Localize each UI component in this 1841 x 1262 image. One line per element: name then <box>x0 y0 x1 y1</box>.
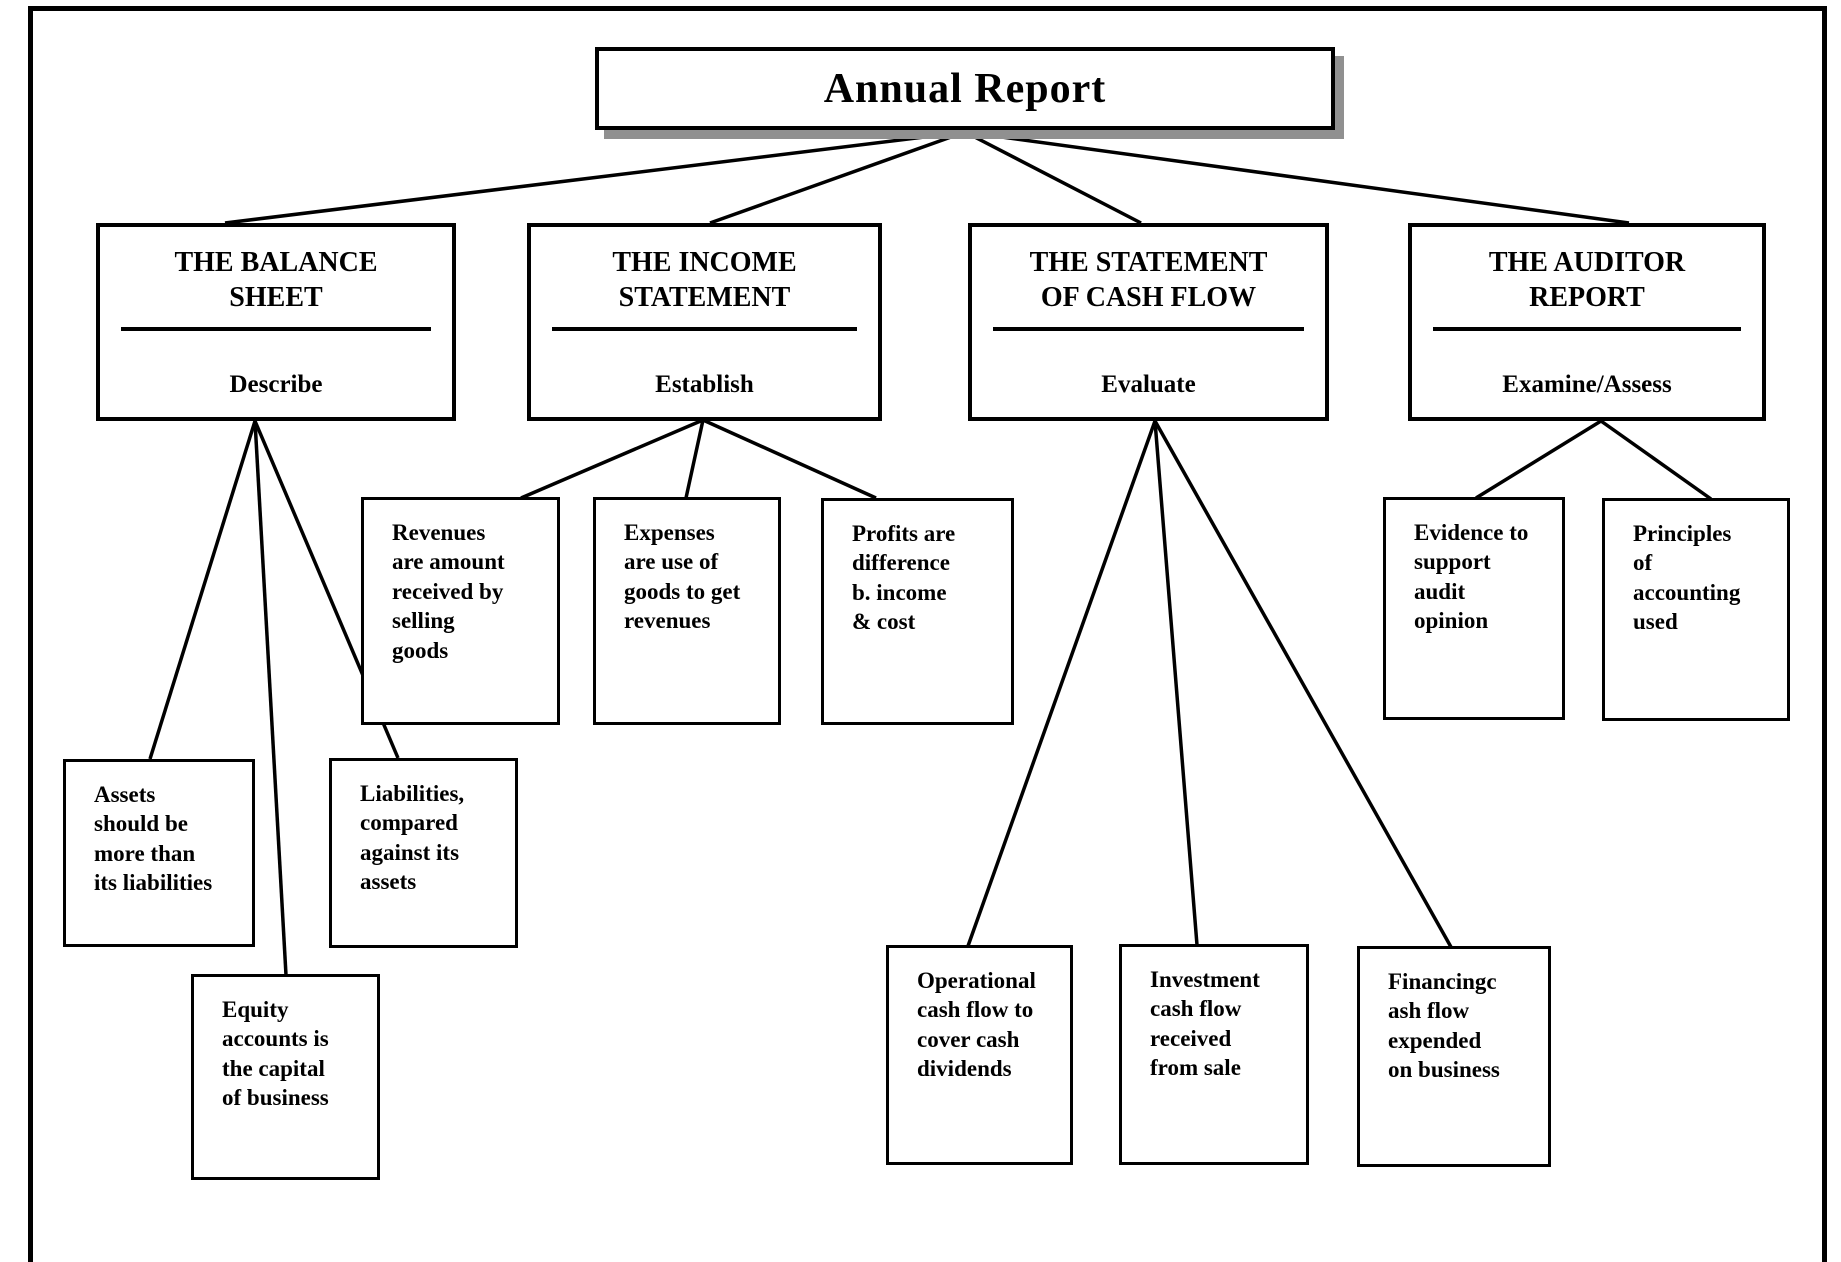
income-statement-underline <box>551 327 858 331</box>
node-annual-report: Annual Report <box>595 47 1335 130</box>
revenues-text: Revenues are amount received by selling … <box>392 520 505 663</box>
expenses-text: Expenses are use of goods to get revenue… <box>624 520 741 634</box>
balance-sheet-underline <box>121 327 431 331</box>
assets-text: Assets should be more than its liabiliti… <box>94 782 213 896</box>
financing-text: Financingc ash flow expended on business <box>1388 969 1500 1083</box>
node-expenses: Expenses are use of goods to get revenue… <box>593 497 781 725</box>
node-principles: Principles of accounting used <box>1602 498 1790 721</box>
auditor-report-verb: Examine/Assess <box>1502 371 1672 398</box>
annual-report-label: Annual Report <box>823 65 1107 112</box>
node-investment-cash-flow: Investment cash flow received from sale <box>1119 944 1309 1165</box>
node-revenues: Revenues are amount received by selling … <box>361 497 560 725</box>
node-profits: Profits are difference b. income & cost <box>821 498 1014 725</box>
node-auditor-report: THE AUDITOR REPORT Examine/Assess <box>1408 223 1766 421</box>
cash-flow-underline <box>993 327 1304 331</box>
auditor-report-title: THE AUDITOR REPORT <box>1488 247 1686 313</box>
node-equity: Equity accounts is the capital of busine… <box>191 974 380 1180</box>
equity-text: Equity accounts is the capital of busine… <box>222 997 329 1111</box>
balance-sheet-verb: Describe <box>229 371 323 398</box>
node-evidence: Evidence to support audit opinion <box>1383 497 1565 720</box>
node-liabilities: Liabilities, compared against its assets <box>329 758 518 948</box>
node-statement-of-cash-flow: THE STATEMENT OF CASH FLOW Evaluate <box>968 223 1329 421</box>
balance-sheet-title: THE BALANCE SHEET <box>174 247 378 313</box>
node-balance-sheet: THE BALANCE SHEET Describe <box>96 223 456 421</box>
node-financing-cash-flow: Financingc ash flow expended on business <box>1357 946 1551 1167</box>
node-assets: Assets should be more than its liabiliti… <box>63 759 255 947</box>
income-statement-title: THE INCOME STATEMENT <box>612 247 797 313</box>
liabilities-text: Liabilities, compared against its assets <box>360 781 465 895</box>
node-operational-cash-flow: Operational cash flow to cover cash divi… <box>886 945 1073 1165</box>
operational-text: Operational cash flow to cover cash divi… <box>917 968 1036 1082</box>
investment-text: Investment cash flow received from sale <box>1150 967 1260 1081</box>
node-income-statement: THE INCOME STATEMENT Establish <box>527 223 882 421</box>
cash-flow-title: THE STATEMENT OF CASH FLOW <box>1029 247 1268 313</box>
profits-text: Profits are difference b. income & cost <box>852 521 956 635</box>
income-statement-verb: Establish <box>655 371 754 398</box>
evidence-text: Evidence to support audit opinion <box>1414 520 1529 634</box>
auditor-report-underline <box>1433 327 1741 331</box>
cash-flow-verb: Evaluate <box>1101 371 1196 398</box>
principles-text: Principles of accounting used <box>1633 521 1741 635</box>
